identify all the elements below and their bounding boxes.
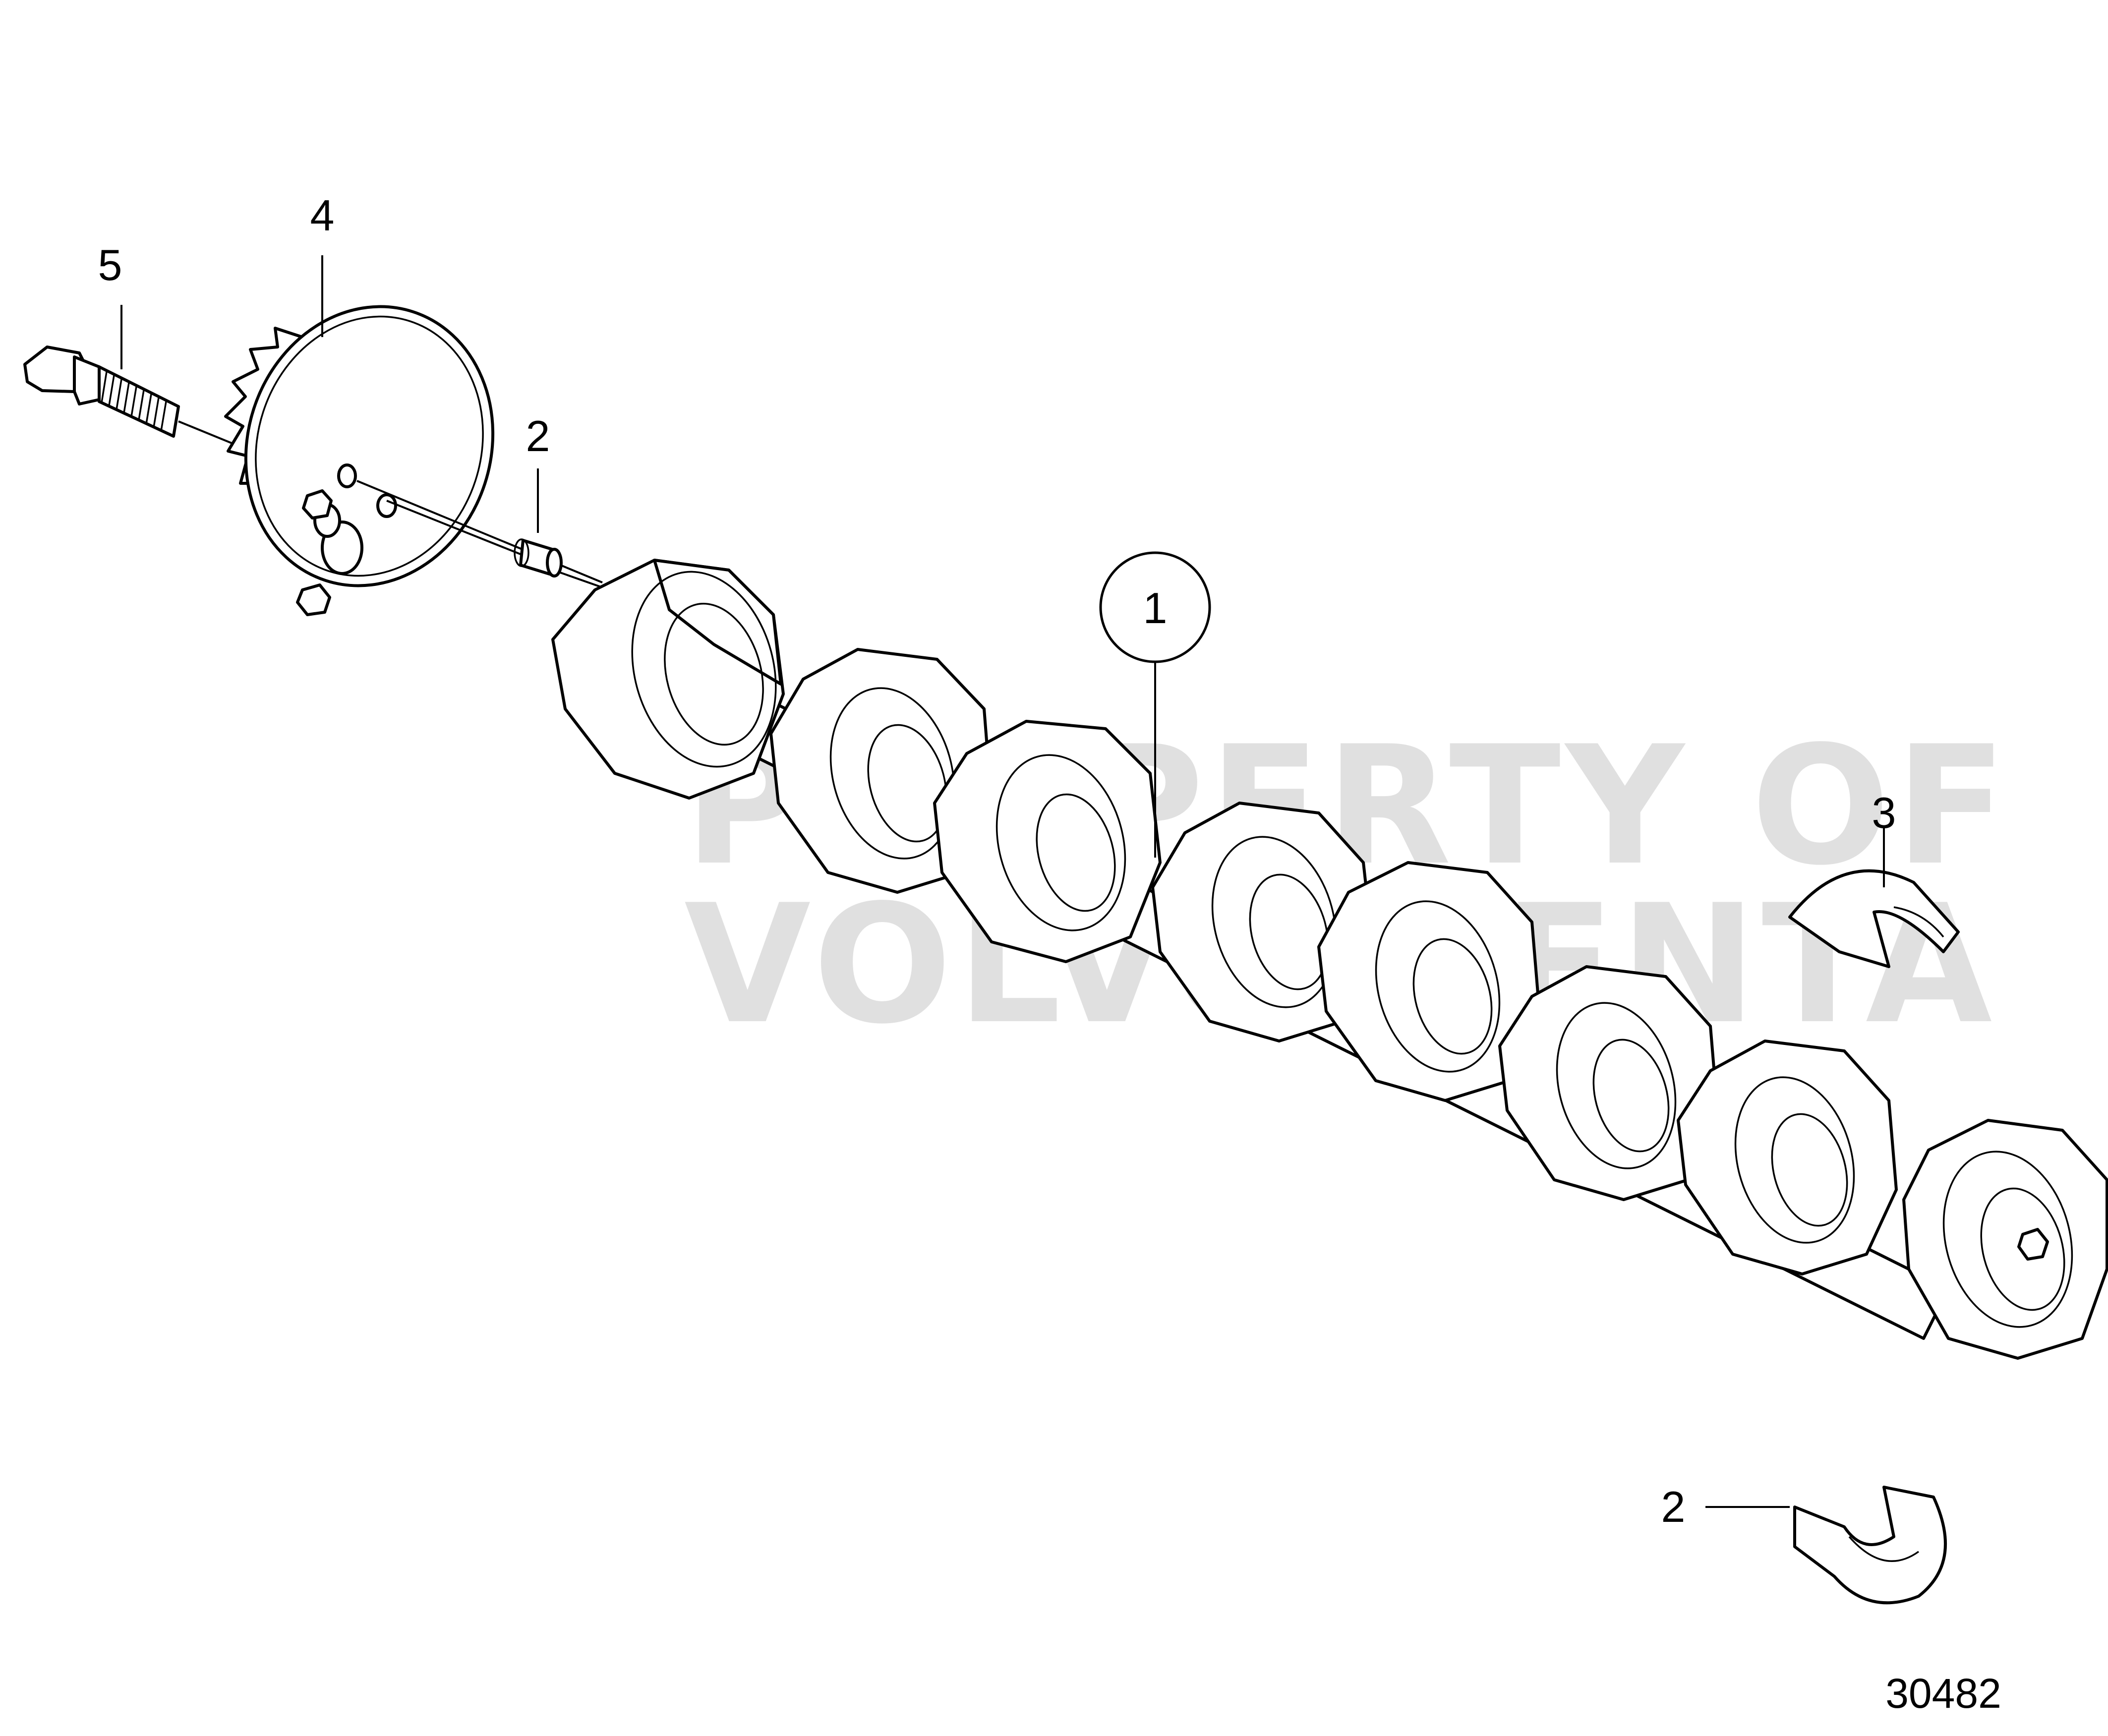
callout-5-label: 5 — [98, 240, 122, 289]
figure-number: 30482 — [1885, 1670, 2001, 1717]
camshaft-journal-front — [551, 559, 785, 800]
callout-1-label: 1 — [1143, 583, 1168, 633]
dowel-pin — [514, 538, 603, 588]
camshaft — [551, 559, 2108, 1360]
callout-2-upper: 2 — [526, 411, 550, 533]
camshaft-lobe — [1677, 1040, 1898, 1275]
camshaft-lobe — [933, 720, 1162, 963]
callout-2-lower: 2 — [1661, 1482, 1686, 1531]
callout-2-lower-label: 2 — [1661, 1482, 1686, 1531]
callout-4-label: 4 — [310, 191, 335, 240]
camshaft-lobe — [1317, 861, 1541, 1102]
callout-4: 4 — [310, 191, 335, 337]
callout-2-upper-label: 2 — [526, 411, 550, 461]
lower-bearing-shell — [1705, 1486, 1947, 1605]
callout-3-label: 3 — [1872, 788, 1896, 837]
callout-3: 3 — [1872, 788, 1896, 837]
callout-1: 1 — [1099, 551, 1211, 858]
flange-bolt — [23, 346, 234, 445]
upper-bearing-shell — [1788, 828, 1960, 968]
camshaft-journal-rear — [1902, 1119, 2108, 1360]
callout-5: 5 — [98, 240, 122, 369]
camshaft-gear — [224, 305, 603, 616]
